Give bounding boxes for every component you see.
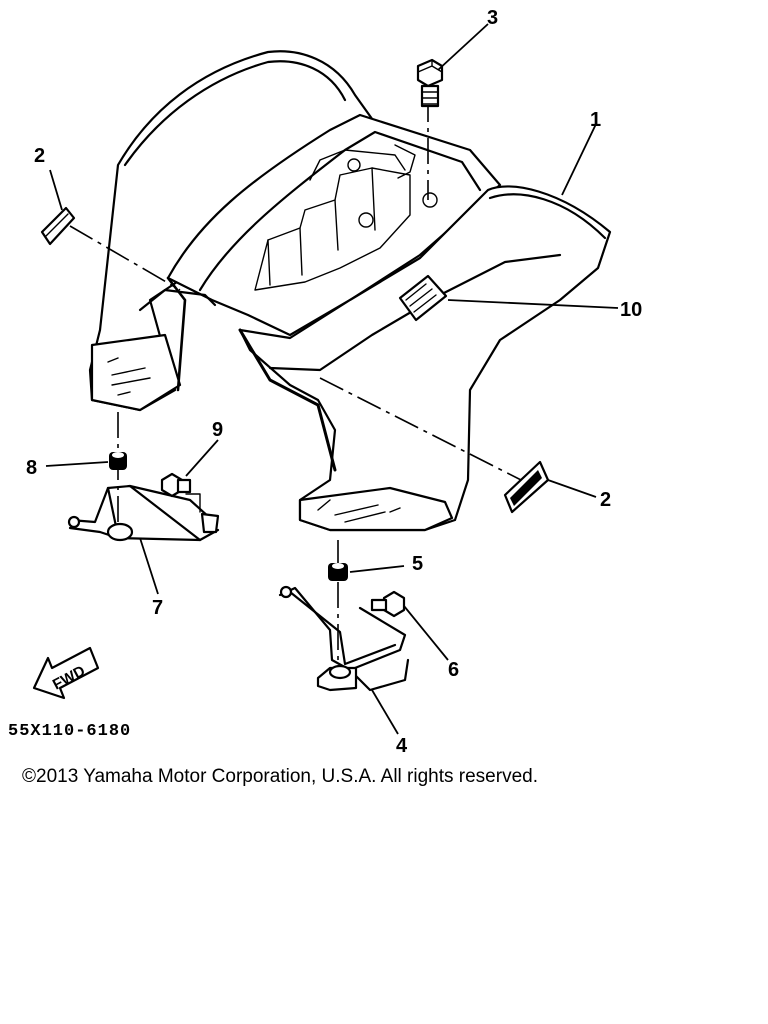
callout-leaders [45, 23, 619, 735]
callout-10: 10 [620, 299, 642, 321]
callout-numbers: 1 2 3 10 2 9 8 5 6 7 4 [26, 7, 642, 757]
fender-stay-part-7[interactable] [67, 484, 220, 542]
collar-part-5[interactable] [328, 563, 348, 581]
bolt-part-3[interactable] [416, 58, 444, 108]
callout-6: 6 [448, 659, 459, 681]
callout-4: 4 [396, 735, 408, 757]
callout-7: 7 [152, 597, 163, 619]
callout-8: 8 [26, 457, 37, 479]
callout-5: 5 [412, 553, 423, 575]
callout-3: 3 [487, 7, 498, 29]
decal-part-right[interactable] [503, 460, 550, 514]
caution-label-part[interactable] [398, 274, 448, 322]
forward-direction-arrow: FWD [32, 646, 100, 700]
rear-fender-part[interactable] [88, 50, 612, 532]
bolt-part-9[interactable] [160, 472, 192, 498]
callout-9: 9 [212, 419, 223, 441]
diagram-reference-code: 55X110-6180 [8, 722, 132, 741]
callout-1: 1 [590, 109, 601, 131]
callout-2-right: 2 [600, 489, 611, 511]
callout-2-left: 2 [34, 145, 45, 167]
copyright-notice: ©2013 Yamaha Motor Corporation, U.S.A. A… [22, 766, 538, 787]
bolt-part-6[interactable] [370, 590, 406, 618]
alignment-lines [69, 96, 526, 680]
collar-part-8[interactable] [109, 452, 127, 470]
fender-stay-part-4[interactable] [278, 585, 410, 692]
decal-part-left[interactable] [40, 206, 76, 246]
